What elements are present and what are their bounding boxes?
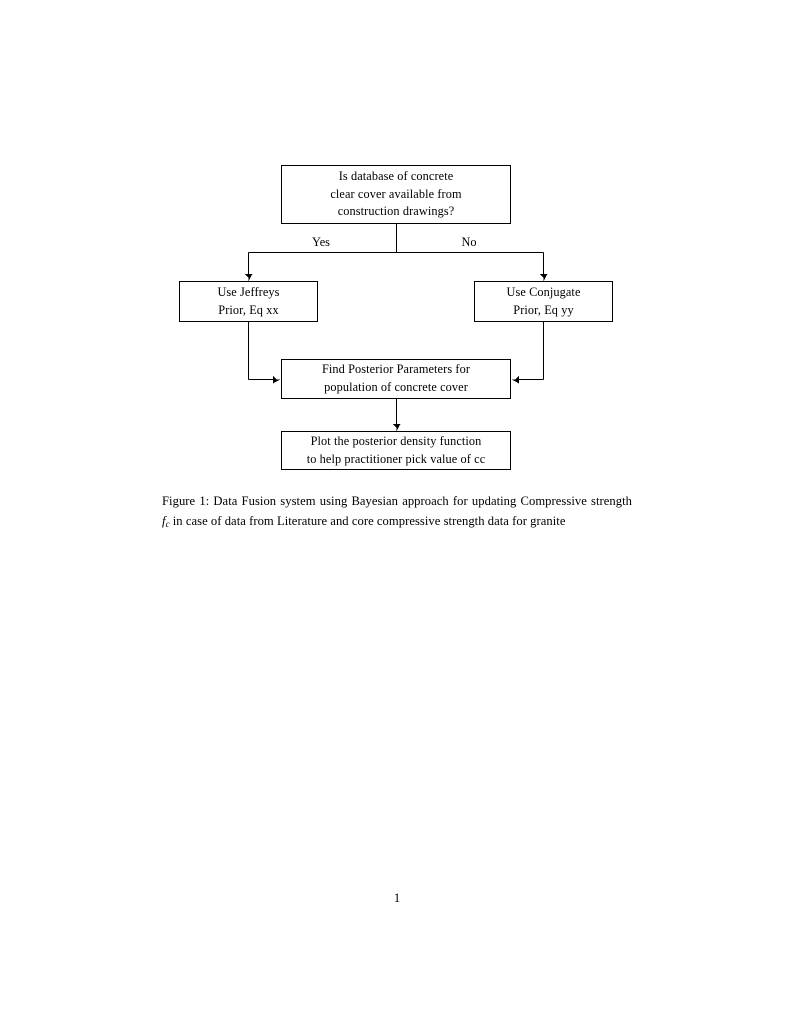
edge-label-yes: Yes <box>312 235 330 249</box>
arrowhead-into-posterior-left <box>273 375 281 384</box>
flow-node-plot-line-1: Plot the posterior density function <box>310 433 482 448</box>
arrowhead-into-posterior-right <box>511 375 519 384</box>
flow-node-plot-line-2: to help practitioner pick value of cc <box>306 451 486 466</box>
edge-label-no: No <box>461 235 477 249</box>
flow-node-posterior-line-2: population of concrete cover <box>324 380 468 394</box>
figure-caption: Figure 1: Data Fusion system using Bayes… <box>162 492 632 534</box>
flow-node-plot-density: Plot the posterior density function to h… <box>281 431 511 470</box>
flow-node-jeffreys-prior: Use Jeffreys Prior, Eq xx <box>179 281 318 322</box>
page-number: 1 <box>393 891 401 905</box>
flowchart-connectors <box>244 224 548 432</box>
figure-flowchart: Is database of concrete clear cover avai… <box>0 0 794 490</box>
flow-node-conjugate-line-2: Prior, Eq yy <box>513 302 574 317</box>
flow-node-conjugate-prior: Use Conjugate Prior, Eq yy <box>474 281 613 322</box>
flow-node-jeffreys-line-1: Use Jeffreys <box>217 284 280 299</box>
arrowhead-into-plot <box>392 424 401 432</box>
flow-node-question-line-3: construction drawings? <box>337 204 455 219</box>
flow-node-question-line-1: Is database of concrete <box>338 169 454 184</box>
flow-node-question-line-2: clear cover available from <box>330 186 462 201</box>
flow-node-question: Is database of concrete clear cover avai… <box>281 165 511 224</box>
arrowhead-into-jeffreys <box>244 274 253 282</box>
caption-text-after: in case of data from Literature and core… <box>169 513 566 528</box>
caption-math-symbol: f <box>162 513 166 528</box>
flow-node-conjugate-line-1: Use Conjugate <box>506 284 581 299</box>
flow-node-jeffreys-line-2: Prior, Eq xx <box>218 302 279 317</box>
flow-node-find-posterior: Find Posterior Parameters for population… <box>281 359 511 399</box>
caption-text-before: Data Fusion system using Bayesian approa… <box>209 494 632 508</box>
arrowhead-into-conjugate <box>539 274 548 282</box>
caption-math-subscript: c <box>165 518 170 529</box>
flow-node-posterior-line-1: Find Posterior Parameters for <box>321 362 471 377</box>
caption-label: Figure 1: <box>162 494 210 508</box>
